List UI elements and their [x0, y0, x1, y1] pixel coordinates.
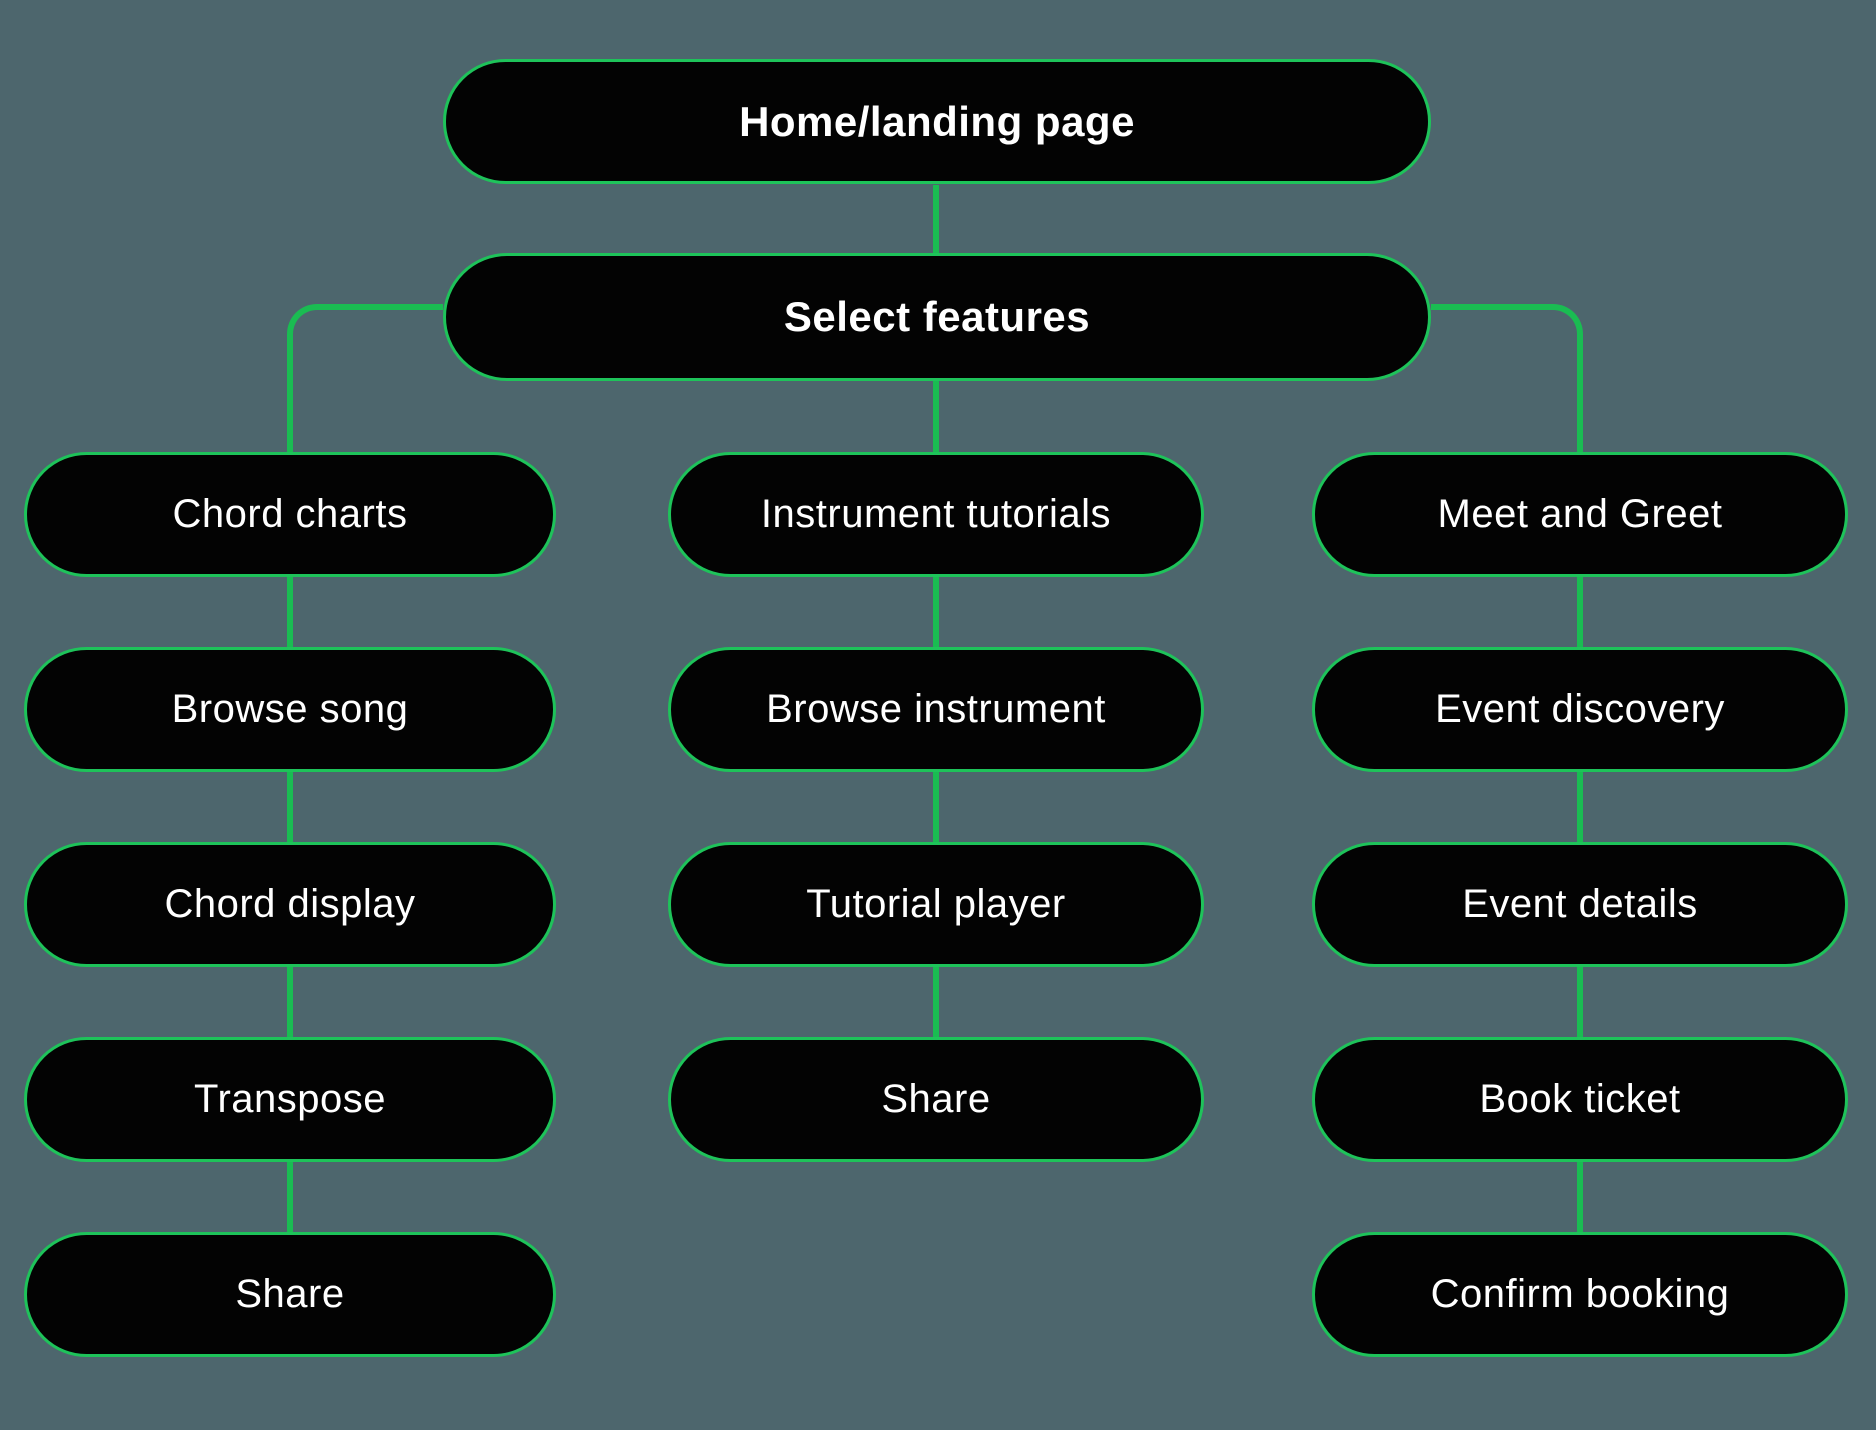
node-share-tutorials: Share — [668, 1037, 1204, 1162]
node-label: Event details — [1462, 882, 1698, 926]
node-chord-charts: Chord charts — [24, 452, 556, 577]
node-event-discovery: Event discovery — [1312, 647, 1848, 772]
connector-select-to-meet-and-greet — [1431, 304, 1583, 452]
node-label: Confirm booking — [1430, 1272, 1730, 1316]
node-label: Share — [881, 1077, 991, 1121]
node-book-ticket: Book ticket — [1312, 1037, 1848, 1162]
connector-select-to-chord-charts — [287, 304, 443, 452]
node-label: Chord display — [164, 882, 416, 926]
connector-transpose-to-share — [287, 1162, 293, 1232]
connector-home-to-select — [933, 185, 939, 253]
node-browse-song: Browse song — [24, 647, 556, 772]
node-transpose: Transpose — [24, 1037, 556, 1162]
node-chord-display: Chord display — [24, 842, 556, 967]
connector-tutorial-player-to-share — [933, 967, 939, 1037]
node-label: Book ticket — [1479, 1077, 1681, 1121]
node-label: Home/landing page — [739, 97, 1135, 145]
connector-chord-charts-to-browse-song — [287, 577, 293, 647]
node-browse-instrument: Browse instrument — [668, 647, 1204, 772]
node-home-landing-page: Home/landing page — [443, 59, 1431, 184]
node-event-details: Event details — [1312, 842, 1848, 967]
node-label: Chord charts — [172, 492, 408, 536]
connector-chord-display-to-transpose — [287, 967, 293, 1037]
node-label: Instrument tutorials — [760, 492, 1112, 536]
connector-instrument-tutorials-to-browse-instrument — [933, 577, 939, 647]
node-confirm-booking: Confirm booking — [1312, 1232, 1848, 1357]
connector-select-to-instrument-tutorials — [933, 381, 939, 452]
connector-event-details-to-book-ticket — [1577, 967, 1583, 1037]
connector-event-discovery-to-event-details — [1577, 772, 1583, 842]
node-label: Transpose — [194, 1077, 386, 1121]
connector-meet-and-greet-to-event-discovery — [1577, 577, 1583, 647]
node-tutorial-player: Tutorial player — [668, 842, 1204, 967]
node-label: Share — [235, 1272, 345, 1316]
node-label: Select features — [783, 293, 1091, 340]
node-label: Event discovery — [1435, 687, 1725, 731]
node-meet-and-greet: Meet and Greet — [1312, 452, 1848, 577]
connector-book-ticket-to-confirm-booking — [1577, 1162, 1583, 1232]
connector-browse-instrument-to-tutorial-player — [933, 772, 939, 842]
node-label: Meet and Greet — [1437, 492, 1723, 536]
node-share-chord-charts: Share — [24, 1232, 556, 1357]
node-label: Browse instrument — [766, 687, 1106, 731]
connector-browse-song-to-chord-display — [287, 772, 293, 842]
node-select-features: Select features — [443, 253, 1431, 381]
node-instrument-tutorials: Instrument tutorials — [668, 452, 1204, 577]
node-label: Tutorial player — [806, 882, 1066, 926]
node-label: Browse song — [171, 687, 409, 731]
